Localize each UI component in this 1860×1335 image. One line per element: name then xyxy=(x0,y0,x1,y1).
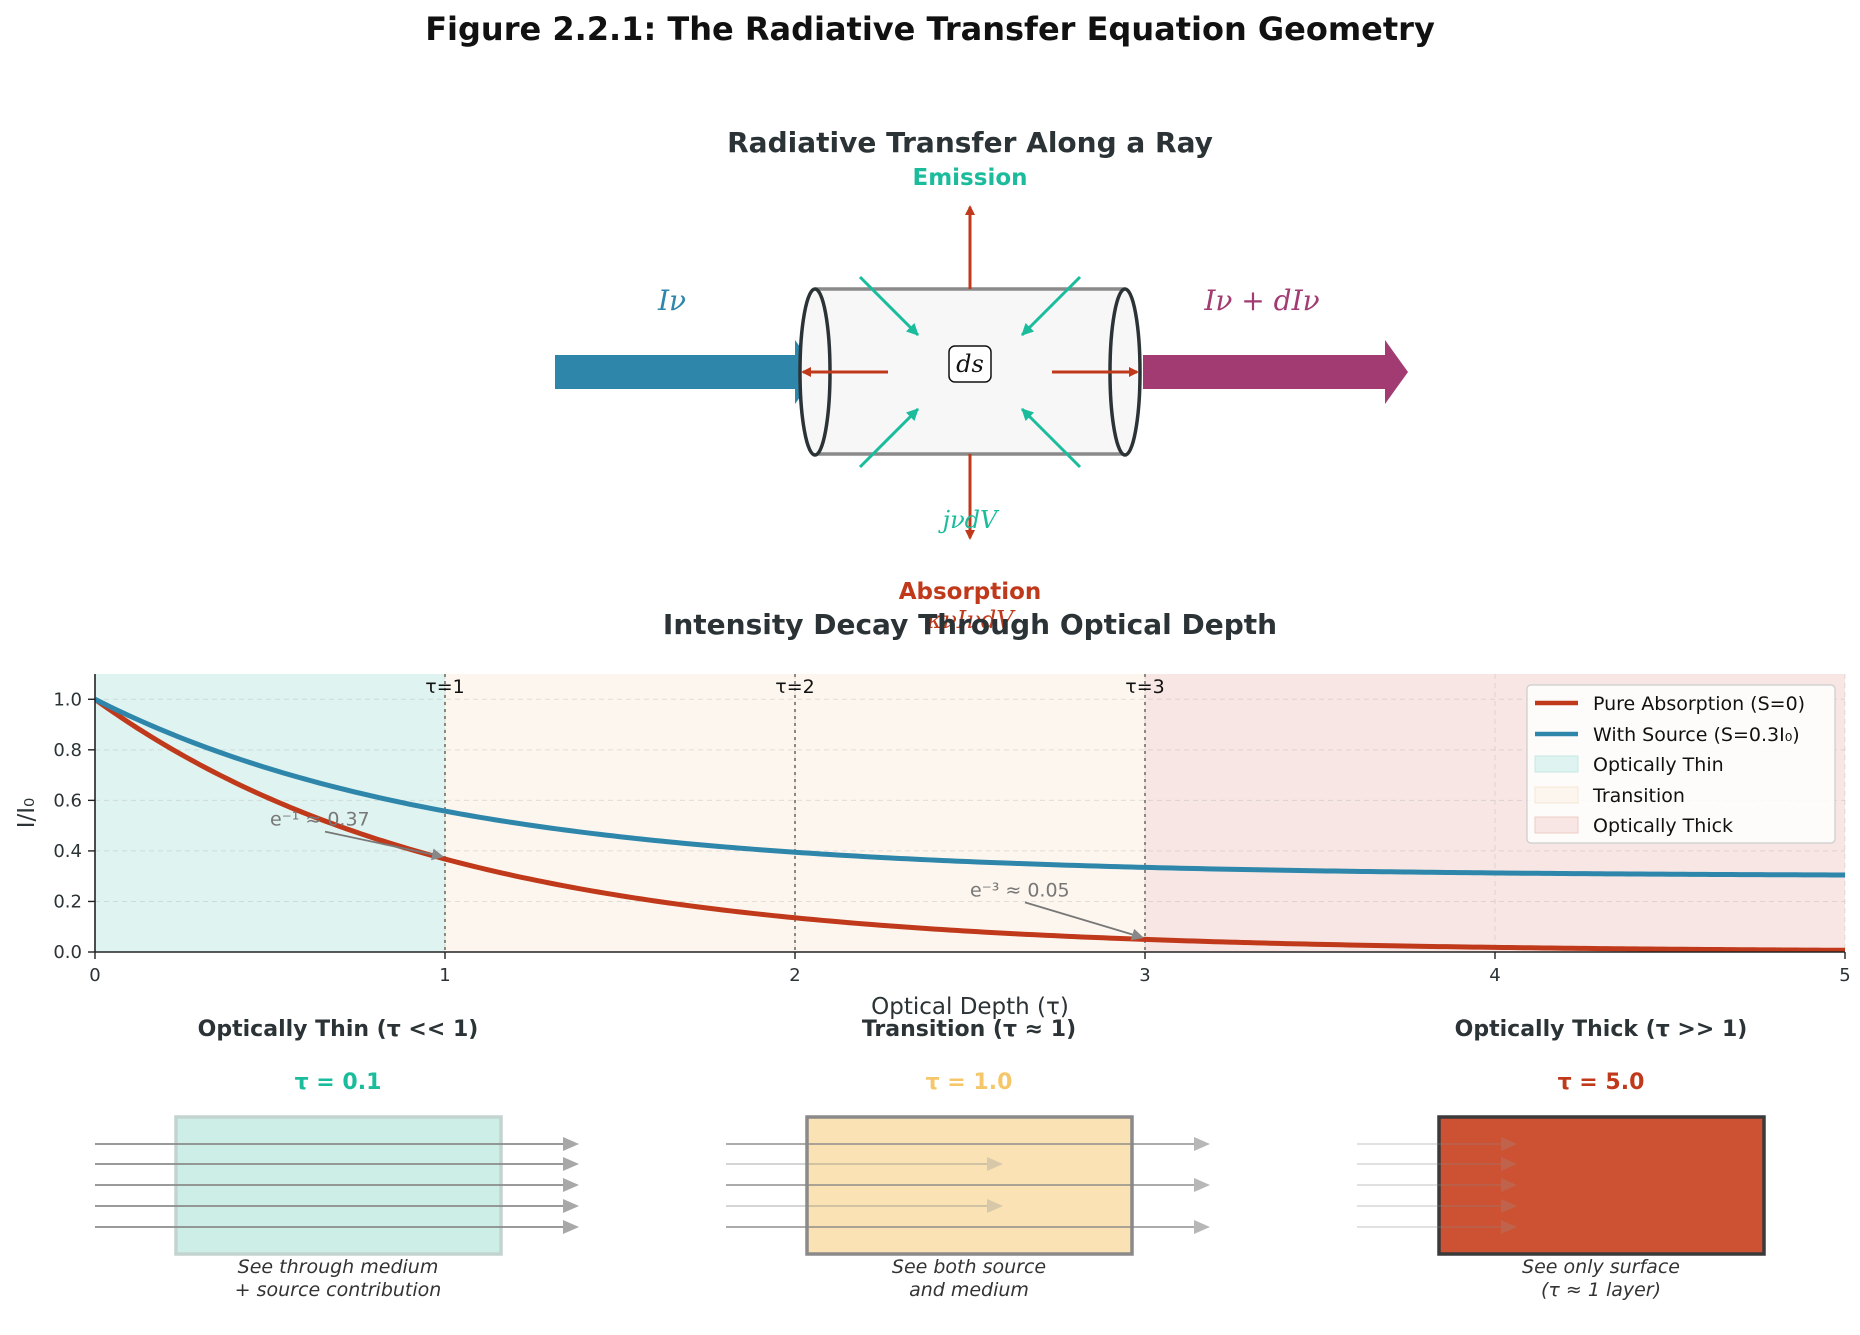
panel-medium-box xyxy=(1437,1115,1766,1256)
annotation-label: e⁻¹ ≈ 0.37 xyxy=(270,809,370,831)
annotation-arrow xyxy=(324,830,444,861)
x-tick-label: 1 xyxy=(439,965,450,986)
legend-frame xyxy=(1526,684,1836,844)
legend-swatch-thick xyxy=(1534,816,1579,834)
intensity-chart: τ=1 τ=2 τ=3 e⁻¹ ≈ 0.37 e⁻³ ≈ 0.05 0 1 2 3 4 5 0.0… xyxy=(14,608,1851,1020)
light-ray-arrowhead xyxy=(1501,1137,1517,1151)
tau-marker-label: τ=3 xyxy=(1125,676,1164,698)
emission-arrow-sw xyxy=(858,407,920,469)
y-tick-label: 0.2 xyxy=(53,891,82,912)
x-tick-label: 3 xyxy=(1139,965,1150,986)
panel-tau-label: τ = 5.0 xyxy=(1558,1070,1645,1095)
x-tick-label: 0 xyxy=(89,965,100,986)
light-ray-arrowhead xyxy=(563,1178,579,1192)
absorption-label: Absorption xyxy=(899,579,1042,605)
light-ray-arrowhead xyxy=(563,1157,579,1171)
chart-legend: Pure Absorption (S=0) With Source (S=0.3… xyxy=(1526,684,1836,844)
y-tick-label: 0.0 xyxy=(53,942,82,963)
emission-arrow-se xyxy=(1020,407,1082,469)
legend-swatch-transition xyxy=(1534,786,1579,804)
light-ray-arrowhead xyxy=(987,1199,1003,1213)
outgoing-intensity-label: Iν + dIν xyxy=(1203,284,1319,317)
region-optically-thin xyxy=(95,674,445,952)
panel-tau-label: τ = 0.1 xyxy=(295,1070,382,1095)
panel-caption-line2: + source contribution xyxy=(235,1279,442,1301)
light-ray-arrowhead xyxy=(1501,1220,1517,1234)
panel-thin: Optically Thin (τ << 1) τ = 0.1 See thro… xyxy=(95,1017,579,1301)
legend-label-source: With Source (S=0.3I₀) xyxy=(1593,724,1800,746)
light-ray-arrowhead xyxy=(563,1220,579,1234)
annotation-arrow xyxy=(1024,901,1144,941)
x-tick-label: 4 xyxy=(1489,965,1500,986)
panel-title: Optically Thick (τ >> 1) xyxy=(1455,1017,1748,1042)
light-ray-arrowhead xyxy=(987,1157,1003,1171)
ds-label: ds xyxy=(956,350,984,378)
emission-label: Emission xyxy=(913,165,1028,191)
legend-label-thick: Optically Thick xyxy=(1593,815,1733,837)
y-tick-label: 1.0 xyxy=(53,689,82,710)
series-line-pure-absorption xyxy=(95,697,1845,952)
y-tick-label: 0.4 xyxy=(53,841,82,862)
light-ray-arrowhead xyxy=(1194,1220,1210,1234)
light-ray-arrowhead xyxy=(563,1199,579,1213)
y-axis-label: I/I₀ xyxy=(14,798,40,829)
annotation-label: e⁻³ ≈ 0.05 xyxy=(970,879,1070,901)
emission-term: jνdV xyxy=(938,506,1000,534)
absorption-term: κνIνdV xyxy=(925,606,1016,634)
incoming-intensity-arrow xyxy=(555,340,818,404)
tau-marker-label: τ=1 xyxy=(425,676,464,698)
legend-label-absorption: Pure Absorption (S=0) xyxy=(1593,693,1805,715)
opacity-panels: Optically Thin (τ << 1) τ = 0.1 See thro… xyxy=(95,1017,1766,1301)
legend-label-thin: Optically Thin xyxy=(1593,754,1724,776)
incoming-intensity-label: Iν xyxy=(657,284,686,317)
panel-caption-line2: (τ ≈ 1 layer) xyxy=(1541,1279,1661,1301)
outgoing-intensity-arrow xyxy=(1143,340,1408,404)
y-tick-label: 0.6 xyxy=(53,790,82,811)
tau-marker-label: τ=2 xyxy=(775,676,814,698)
light-ray-arrowhead xyxy=(1501,1157,1517,1171)
panel-thick: Optically Thick (τ >> 1) τ = 5.0 See onl… xyxy=(1357,1017,1766,1301)
x-axis-label: Optical Depth (τ) xyxy=(871,994,1069,1020)
diagram-title: Radiative Transfer Along a Ray xyxy=(727,126,1213,159)
legend-swatch-thin xyxy=(1534,755,1579,773)
y-tick-label: 0.8 xyxy=(53,740,82,761)
light-ray-arrowhead xyxy=(1501,1178,1517,1192)
ds-label-box xyxy=(948,345,992,383)
light-ray-arrowhead xyxy=(1194,1137,1210,1151)
panel-tau-label: τ = 1.0 xyxy=(926,1070,1013,1095)
series-line-with-source xyxy=(95,697,1845,878)
panel-title: Transition (τ ≈ 1) xyxy=(862,1017,1076,1042)
panel-transition: Transition (τ ≈ 1) τ = 1.0 See both sour… xyxy=(726,1017,1210,1301)
light-ray-arrowhead xyxy=(1194,1178,1210,1192)
emission-arrow-nw xyxy=(858,275,920,337)
x-tick-label: 5 xyxy=(1839,965,1850,986)
light-ray-arrowhead xyxy=(563,1137,579,1151)
panel-caption-line1: See through medium xyxy=(238,1256,439,1278)
panel-title: Optically Thin (τ << 1) xyxy=(198,1017,479,1042)
ray-diagram: Radiative Transfer Along a Ray Iν Iν + d… xyxy=(555,126,1408,634)
panel-caption-line1: See both source xyxy=(892,1256,1046,1278)
figure-title: Figure 2.2.1: The Radiative Transfer Equ… xyxy=(425,10,1435,48)
light-ray-arrowhead xyxy=(1501,1199,1517,1213)
emission-arrow-ne xyxy=(1020,275,1082,337)
legend-label-transition: Transition xyxy=(1592,785,1685,807)
panel-caption-line2: and medium xyxy=(909,1279,1029,1301)
x-tick-label: 2 xyxy=(789,965,800,986)
panel-caption-line1: See only surface xyxy=(1522,1256,1680,1278)
chart-title: Intensity Decay Through Optical Depth xyxy=(663,608,1277,641)
